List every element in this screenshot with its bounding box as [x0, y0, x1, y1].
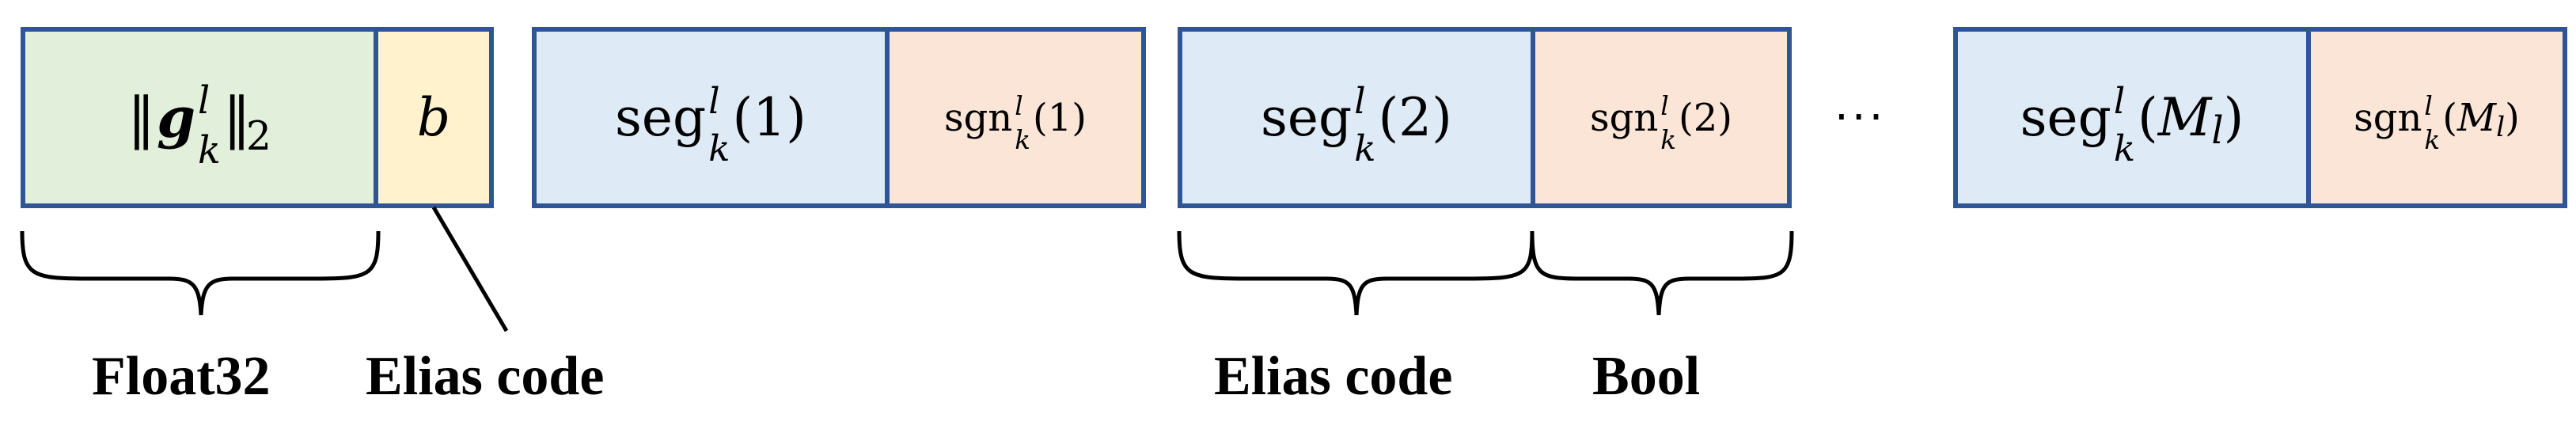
label-elias-code-2: Elias code	[1214, 346, 1453, 407]
brace-bool	[1530, 230, 1794, 316]
b-text: b	[416, 87, 451, 148]
ellipsis: ···	[1834, 92, 1887, 143]
norm-g: g	[157, 85, 196, 150]
brace-elias-code-2	[1177, 230, 1535, 316]
brace-float32	[20, 230, 381, 316]
label-bool: Bool	[1592, 346, 1701, 407]
norm-sup: l	[198, 78, 211, 123]
label-float32: Float32	[92, 346, 271, 407]
b-cell: b	[374, 27, 494, 208]
label-elias-code-1: Elias code	[366, 346, 605, 407]
connector-line-b	[431, 206, 509, 332]
norm-sub: k	[198, 129, 221, 173]
norm-outer-sub: 2	[245, 112, 271, 159]
